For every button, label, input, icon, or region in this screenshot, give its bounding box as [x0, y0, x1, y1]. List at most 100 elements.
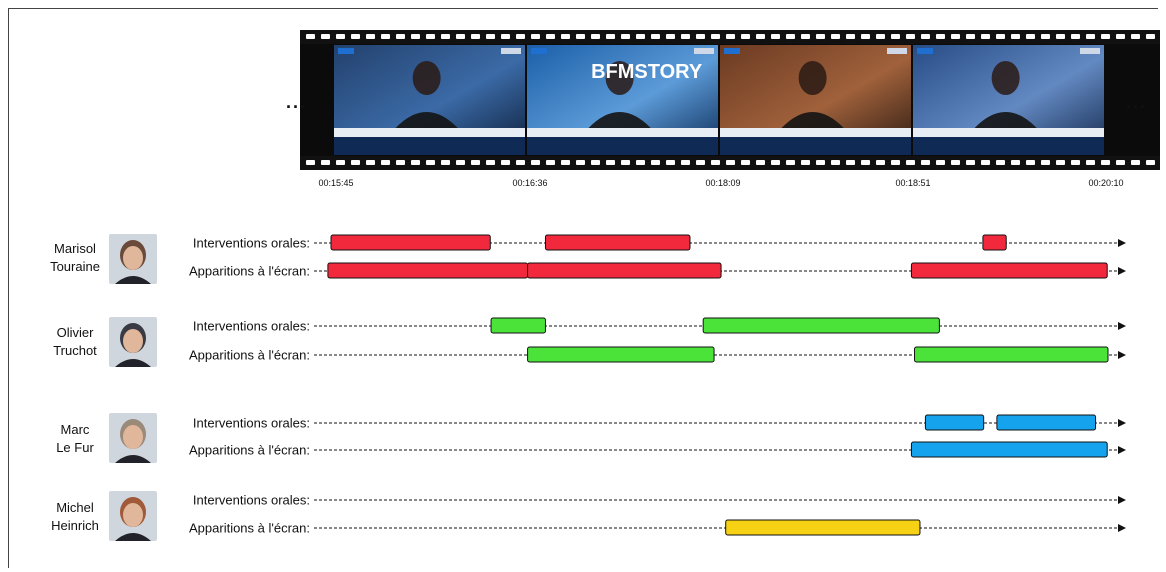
oral-intervention-segment: [490, 317, 546, 334]
timeline-arrow: [1118, 419, 1126, 427]
filmstrip-ellipsis-right: ...: [1126, 92, 1148, 112]
person-name-heinrich: Michel Heinrich: [51, 500, 99, 533]
screen-appearances-label: Apparitions à l'écran:: [189, 347, 310, 363]
sprocket-hole: [966, 160, 975, 165]
channel-logo: [724, 48, 740, 54]
screen-appearances-label: Apparitions à l'écran:: [189, 520, 310, 536]
screen-appearance-segment: [910, 262, 1108, 279]
screen-appearance-segment: [327, 262, 529, 279]
sprocket-hole: [1146, 34, 1155, 39]
screen-appearances-label: Apparitions à l'écran:: [189, 263, 310, 279]
timeline-arrow: [1118, 267, 1126, 275]
sprocket-hole: [426, 160, 435, 165]
screen-appearance-segment: [725, 519, 921, 536]
sprocket-hole: [651, 34, 660, 39]
oral-intervention-segment: [544, 234, 691, 251]
live-tag: [694, 48, 714, 54]
sprocket-hole: [336, 160, 345, 165]
sprocket-hole: [1041, 34, 1050, 39]
sprocket-hole: [1131, 160, 1140, 165]
sprocket-hole: [756, 34, 765, 39]
sprocket-hole: [411, 160, 420, 165]
sprocket-hole: [441, 34, 450, 39]
sprocket-hole: [531, 160, 540, 165]
sprocket-hole: [546, 34, 555, 39]
figure-body: [584, 112, 655, 132]
face-image: [109, 491, 157, 541]
thumb-touraine-anchor: [334, 45, 525, 155]
sprocket-hole: [876, 160, 885, 165]
sprocket-hole: [561, 34, 570, 39]
sprocket-hole: [1086, 160, 1095, 165]
sprocket-hole: [636, 34, 645, 39]
figure-head: [798, 61, 827, 95]
face-thumbnail-truchot: [109, 317, 157, 367]
sprocket-hole: [786, 34, 795, 39]
sprocket-hole: [1011, 34, 1020, 39]
sprocket-hole: [576, 160, 585, 165]
news-banner-title: [913, 128, 1104, 137]
sprocket-hole: [801, 160, 810, 165]
sprocket-hole: [321, 160, 330, 165]
sprocket-hole: [306, 160, 315, 165]
sprocket-hole: [696, 34, 705, 39]
sprocket-hole: [456, 160, 465, 165]
sprocket-hole: [711, 160, 720, 165]
oral-interventions-label: Interventions orales:: [192, 492, 310, 508]
screen-appearance-segment: [527, 262, 722, 279]
live-tag: [501, 48, 521, 54]
face-image: [109, 317, 157, 367]
sprocket-hole: [996, 34, 1005, 39]
sprocket-hole: [726, 34, 735, 39]
sprocket-hole: [666, 160, 675, 165]
timecode: 00:16:36: [512, 178, 548, 188]
oral-intervention-segment: [702, 317, 940, 334]
sprocket-hole: [471, 34, 480, 39]
sprocket-hole: [516, 34, 525, 39]
oral-interventions-label: Interventions orales:: [192, 318, 310, 334]
sprocket-hole: [846, 160, 855, 165]
sprocket-hole: [1116, 160, 1125, 165]
sprocket-hole: [486, 34, 495, 39]
sprocket-hole: [801, 34, 810, 39]
sprocket-hole: [546, 160, 555, 165]
sprocket-hole: [366, 34, 375, 39]
sprocket-hole: [516, 160, 525, 165]
sprocket-hole: [1026, 160, 1035, 165]
sprocket-hole: [786, 160, 795, 165]
sprocket-hole: [741, 34, 750, 39]
sprocket-hole: [1101, 160, 1110, 165]
news-banner-title: [334, 128, 525, 137]
sprocket-hole: [771, 160, 780, 165]
channel-logo: [531, 48, 547, 54]
thumb-split-screen: [913, 45, 1104, 155]
sprocket-hole: [426, 34, 435, 39]
sprocket-hole: [771, 34, 780, 39]
sprocket-hole: [366, 160, 375, 165]
sprocket-hole: [501, 34, 510, 39]
thumb-bfm-story: BFMSTORY: [527, 45, 718, 155]
sprocket-hole: [396, 160, 405, 165]
timecode: 00:20:10: [1088, 178, 1124, 188]
sprocket-hole: [636, 160, 645, 165]
sprocket-hole: [951, 34, 960, 39]
screen-appearance-segment: [914, 346, 1109, 363]
sprocket-hole: [681, 34, 690, 39]
sprocket-hole: [831, 34, 840, 39]
oral-intervention-segment: [330, 234, 491, 251]
oral-interventions-label: Interventions orales:: [192, 235, 310, 251]
timeline-arrow: [1118, 351, 1126, 359]
sprocket-hole: [816, 34, 825, 39]
sprocket-hole: [471, 160, 480, 165]
screen-appearance-segment: [910, 441, 1108, 458]
sprocket-hole: [891, 34, 900, 39]
sprocket-hole: [666, 34, 675, 39]
sprocket-hole: [1086, 34, 1095, 39]
sprocket-hole: [906, 160, 915, 165]
oral-intervention-segment: [982, 234, 1007, 251]
sprocket-hole: [501, 160, 510, 165]
sprocket-hole: [441, 160, 450, 165]
sprocket-hole: [831, 160, 840, 165]
figure-border: [8, 8, 1158, 568]
